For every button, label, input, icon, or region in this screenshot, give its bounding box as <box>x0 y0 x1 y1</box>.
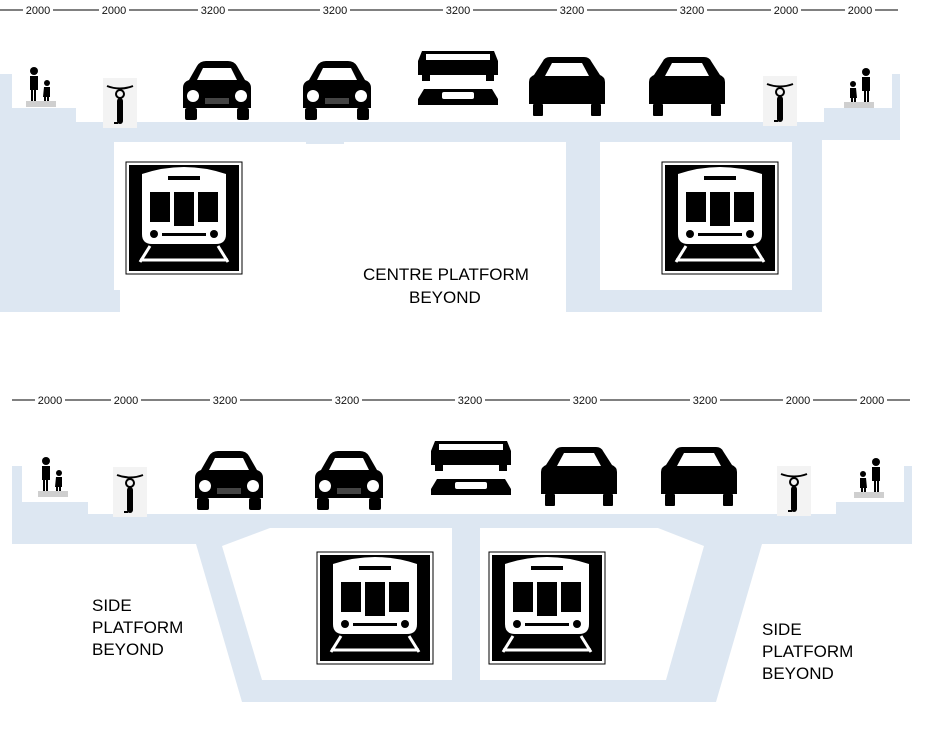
side-platform-right-line3: BEYOND <box>762 664 834 683</box>
dimension-label: 2000 <box>848 5 872 17</box>
pedestrian-icon <box>844 68 874 108</box>
centre-platform-label-line1: CENTRE PLATFORM <box>363 265 529 284</box>
train-icon <box>124 160 244 276</box>
dimension-label: 2000 <box>102 5 126 17</box>
bottom-deck-structure <box>12 466 912 702</box>
dimension-label: 2000 <box>114 395 138 407</box>
dimension-label: 3200 <box>335 395 359 407</box>
top-section: 2000 2000 3200 3200 3200 3200 3200 2000 2000 CEN… <box>0 3 900 312</box>
dimension-label: 2000 <box>860 395 884 407</box>
car-front-icon <box>195 451 263 510</box>
car-rear-icon <box>529 57 605 116</box>
train-icon <box>315 550 435 666</box>
dimension-label: 3200 <box>201 5 225 17</box>
bicycle-icon <box>102 77 138 129</box>
side-platform-left-line2: PLATFORM <box>92 618 183 637</box>
dimension-label: 3200 <box>213 395 237 407</box>
bus-top-icon <box>431 441 511 495</box>
dimension-label: 2000 <box>26 5 50 17</box>
dimension-label: 3200 <box>323 5 347 17</box>
train-icon <box>660 160 780 276</box>
top-lane-icons <box>26 51 874 129</box>
train-icon <box>487 550 607 666</box>
bicycle-icon <box>776 465 812 517</box>
dimension-label: 3200 <box>693 395 717 407</box>
side-platform-right-line2: PLATFORM <box>762 642 853 661</box>
dimension-label: 3200 <box>573 395 597 407</box>
dimension-label: 3200 <box>560 5 584 17</box>
top-dimension-row: 2000 2000 3200 3200 3200 3200 3200 2000 2000 <box>0 3 898 17</box>
side-platform-right-line1: SIDE <box>762 620 802 639</box>
bus-top-icon <box>418 51 498 105</box>
bottom-dimension-row: 2000 2000 3200 3200 3200 3200 3200 2000 2000 <box>12 393 910 407</box>
bottom-section: 2000 2000 3200 3200 3200 3200 3200 2000 2000 SID… <box>12 393 912 702</box>
pedestrian-icon <box>26 67 56 107</box>
dimension-label: 2000 <box>786 395 810 407</box>
side-platform-left-line3: BEYOND <box>92 640 164 659</box>
car-rear-icon <box>661 447 737 506</box>
car-rear-icon <box>649 57 725 116</box>
pedestrian-icon <box>38 457 68 497</box>
car-front-icon <box>315 451 383 510</box>
centre-platform-label-line2: BEYOND <box>409 288 481 307</box>
side-platform-left-line1: SIDE <box>92 596 132 615</box>
dimension-label: 3200 <box>446 5 470 17</box>
dimension-label: 2000 <box>774 5 798 17</box>
dimension-label: 3200 <box>458 395 482 407</box>
car-front-icon <box>183 61 251 120</box>
bicycle-icon <box>762 75 798 127</box>
dimension-label: 2000 <box>38 395 62 407</box>
car-front-icon <box>303 61 371 120</box>
dimension-label: 3200 <box>680 5 704 17</box>
car-rear-icon <box>541 447 617 506</box>
pedestrian-icon <box>854 458 884 498</box>
bicycle-icon <box>112 466 148 518</box>
bottom-lane-icons <box>38 441 884 518</box>
